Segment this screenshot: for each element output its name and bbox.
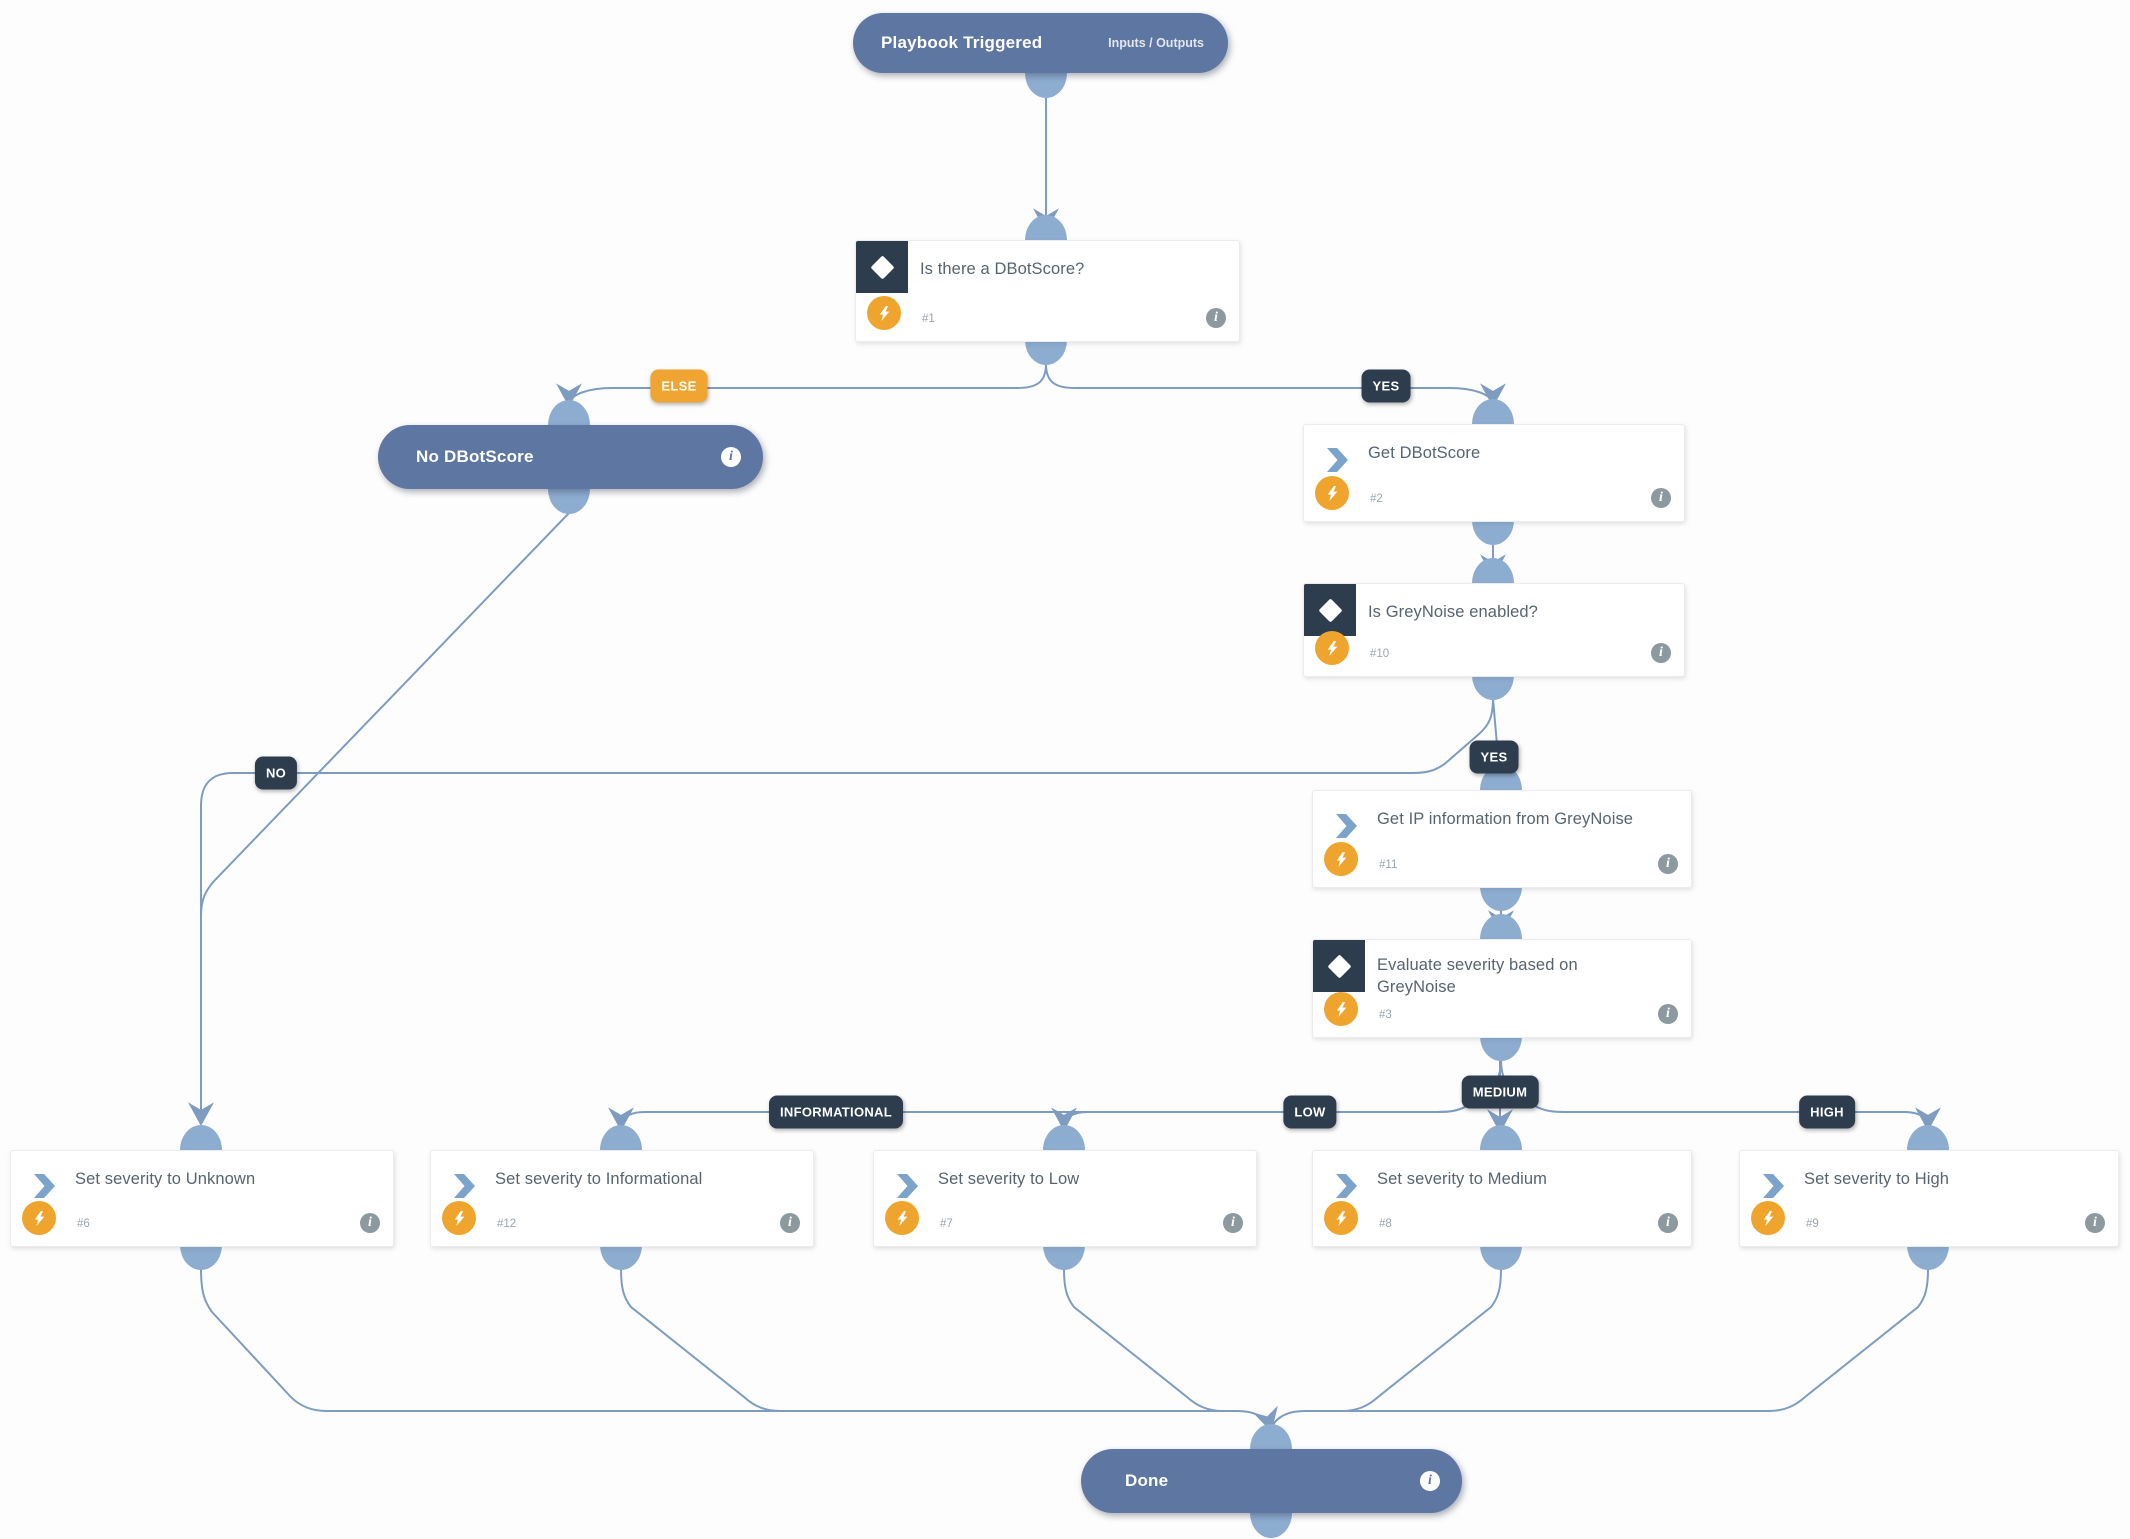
lightning-icon (885, 1201, 919, 1235)
condition-diamond-icon (1304, 584, 1356, 636)
task-id: #6 (77, 1218, 90, 1230)
branch-label-low: LOW (1283, 1095, 1337, 1129)
node-set-severity-high[interactable]: Set severity to High #9 i (1739, 1150, 2119, 1247)
task-id: #12 (497, 1218, 517, 1230)
task-chevron-icon (1763, 1174, 1784, 1198)
node-title: Get DBotScore (1368, 444, 1481, 462)
info-icon[interactable]: i (1658, 1004, 1678, 1024)
info-icon[interactable]: i (780, 1213, 800, 1233)
node-title: No DBotScore (416, 447, 534, 466)
info-icon[interactable]: i (1658, 1213, 1678, 1233)
info-icon[interactable]: i (1658, 854, 1678, 874)
lightning-icon (1324, 992, 1358, 1026)
info-icon[interactable]: i (1223, 1213, 1243, 1233)
branch-label-medium: MEDIUM (1461, 1075, 1539, 1109)
task-id: #7 (940, 1218, 953, 1230)
lightning-icon (1324, 842, 1358, 876)
node-get-dbotscore[interactable]: Get DBotScore #2 i (1303, 424, 1685, 522)
info-icon[interactable]: i (1420, 1471, 1440, 1491)
node-title: Set severity to Informational (495, 1170, 703, 1188)
node-playbook-triggered[interactable]: Playbook Triggered Inputs / Outputs (853, 13, 1228, 73)
task-id: #8 (1379, 1218, 1392, 1230)
lightning-icon (867, 296, 901, 330)
node-is-there-a-dbotscore[interactable]: Is there a DBotScore? #1 i (855, 240, 1240, 342)
node-set-severity-informational[interactable]: Set severity to Informational #12 i (430, 1150, 814, 1247)
node-no-dbotscore[interactable]: No DBotScore i (378, 425, 763, 489)
info-icon[interactable]: i (721, 447, 741, 467)
branch-label-informational: INFORMATIONAL (769, 1095, 903, 1129)
lightning-icon (1751, 1201, 1785, 1235)
node-title: Is there a DBotScore? (920, 260, 1085, 278)
node-title: Set severity to High (1804, 1170, 1950, 1188)
node-get-ip-information[interactable]: Get IP information from GreyNoise #11 i (1312, 790, 1692, 888)
lightning-icon (1315, 476, 1349, 510)
node-title: Set severity to Medium (1377, 1170, 1548, 1188)
node-title: Get IP information from GreyNoise (1377, 810, 1634, 828)
task-id: #11 (1379, 859, 1398, 871)
task-id: #2 (1370, 493, 1383, 505)
info-icon[interactable]: i (2085, 1213, 2105, 1233)
node-title: Set severity to Low (938, 1170, 1080, 1188)
node-title: Is GreyNoise enabled? (1368, 603, 1538, 621)
lightning-icon (1324, 1201, 1358, 1235)
task-chevron-icon (1336, 1174, 1357, 1198)
branch-label-yes: YES (1361, 369, 1411, 403)
branch-label-else: ELSE (650, 369, 708, 403)
lightning-icon (1315, 631, 1349, 665)
node-is-greynoise-enabled[interactable]: Is GreyNoise enabled? #10 i (1303, 583, 1685, 677)
node-set-severity-medium[interactable]: Set severity to Medium #8 i (1312, 1150, 1692, 1247)
info-icon[interactable]: i (1651, 643, 1671, 663)
node-set-severity-low[interactable]: Set severity to Low #7 i (873, 1150, 1257, 1247)
info-icon[interactable]: i (1651, 488, 1671, 508)
condition-diamond-icon (1313, 940, 1365, 992)
task-id: #3 (1379, 1009, 1392, 1021)
node-title: Playbook Triggered (881, 33, 1043, 52)
node-title: Done (1125, 1471, 1169, 1490)
task-id: #9 (1806, 1218, 1819, 1230)
task-id: #10 (1370, 648, 1390, 660)
node-evaluate-severity[interactable]: Evaluate severity based on GreyNoise #3 … (1312, 939, 1692, 1038)
lightning-icon (442, 1201, 476, 1235)
task-chevron-icon (34, 1174, 55, 1198)
task-chevron-icon (1327, 448, 1348, 472)
branch-label-no: NO (254, 756, 298, 790)
inputs-outputs-link[interactable]: Inputs / Outputs (1108, 36, 1204, 50)
info-icon[interactable]: i (360, 1213, 380, 1233)
branch-label-yes: YES (1469, 740, 1519, 774)
task-chevron-icon (897, 1174, 918, 1198)
node-set-severity-unknown[interactable]: Set severity to Unknown #6 i (10, 1150, 394, 1247)
node-done[interactable]: Done i (1081, 1449, 1462, 1513)
task-id: #1 (922, 313, 935, 325)
task-chevron-icon (454, 1174, 475, 1198)
node-title: Evaluate severity based on GreyNoise (1377, 956, 1578, 996)
info-icon[interactable]: i (1206, 308, 1226, 328)
branch-label-high: HIGH (1799, 1095, 1855, 1129)
condition-diamond-icon (856, 241, 908, 293)
lightning-icon (22, 1201, 56, 1235)
node-title: Set severity to Unknown (75, 1170, 256, 1188)
task-chevron-icon (1336, 814, 1357, 838)
